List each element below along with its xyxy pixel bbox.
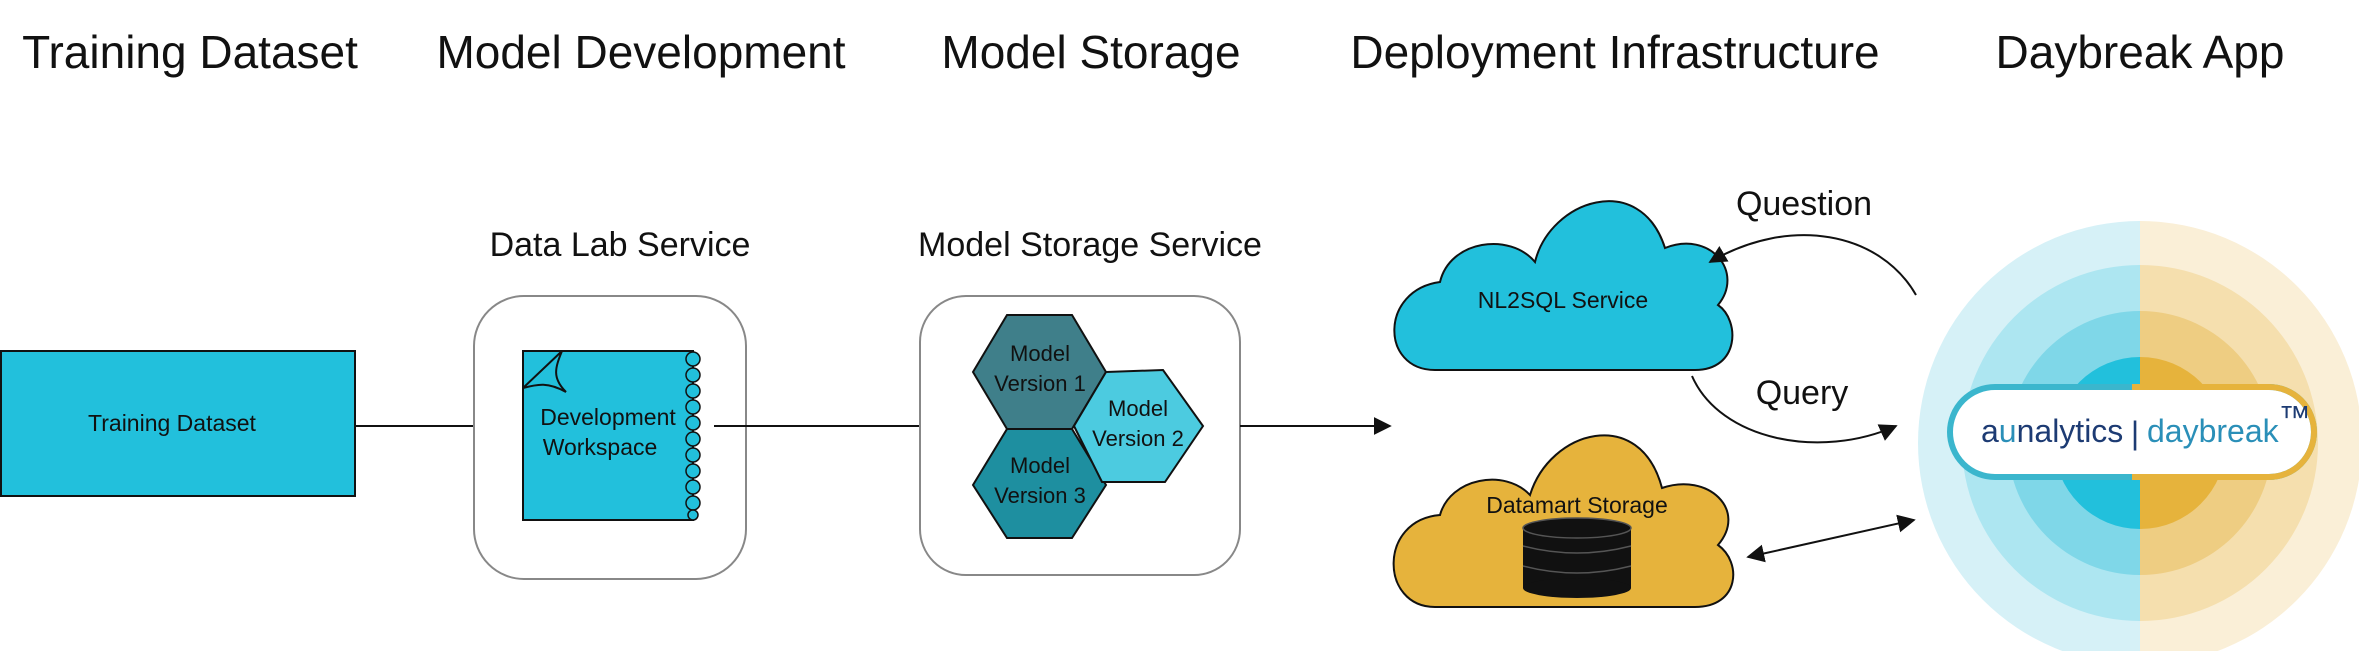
- arrow-datamart-app: [1746, 514, 1916, 563]
- logo-daybreak: daybreak™: [2147, 399, 2311, 449]
- query-label: Query: [1756, 374, 1849, 412]
- model-v2-label-line1: Model: [1108, 396, 1168, 421]
- logo-aunalytics: aunalytics: [1981, 413, 2123, 449]
- question-label: Question: [1736, 185, 1872, 223]
- logo-separator: |: [2131, 415, 2139, 451]
- model-version-2-hex: [1072, 368, 1205, 483]
- training-dataset-label: Training Dataset: [88, 410, 257, 436]
- arrow-question: [1708, 234, 1917, 296]
- dev-workspace-label-line2: Workspace: [543, 434, 658, 460]
- training-dataset-box: [0, 350, 356, 497]
- model-storage-service-label: Model Storage Service: [918, 226, 1262, 264]
- data-lab-service-label: Data Lab Service: [490, 226, 751, 264]
- model-v1-label-line2: Version 1: [994, 371, 1086, 396]
- header-model-storage: Model Storage: [941, 26, 1240, 78]
- arrow-query: [1691, 375, 1898, 444]
- model-v3-label-line1: Model: [1010, 453, 1070, 478]
- logo-pill-gold-edge: [2132, 384, 2318, 480]
- nl2sql-cloud: [1393, 200, 1734, 371]
- header-daybreak-app: Daybreak App: [1996, 26, 2285, 78]
- model-v3-label-line2: Version 3: [994, 483, 1086, 508]
- header-deployment-infrastructure: Deployment Infrastructure: [1350, 26, 1879, 78]
- model-v2-label-line2: Version 2: [1092, 426, 1184, 451]
- database-icon: [1522, 517, 1632, 598]
- daybreak-rings: [1918, 221, 2359, 651]
- nl2sql-label: NL2SQL Service: [1478, 287, 1648, 313]
- header-training-dataset: Training Dataset: [22, 26, 358, 78]
- model-version-3-hex: [971, 428, 1108, 539]
- dev-workspace-label-line1: Development: [540, 404, 676, 430]
- notebook-icon: [522, 350, 701, 521]
- header-model-development: Model Development: [436, 26, 845, 78]
- datamart-label: Datamart Storage: [1486, 492, 1668, 518]
- model-v1-label-line1: Model: [1010, 341, 1070, 366]
